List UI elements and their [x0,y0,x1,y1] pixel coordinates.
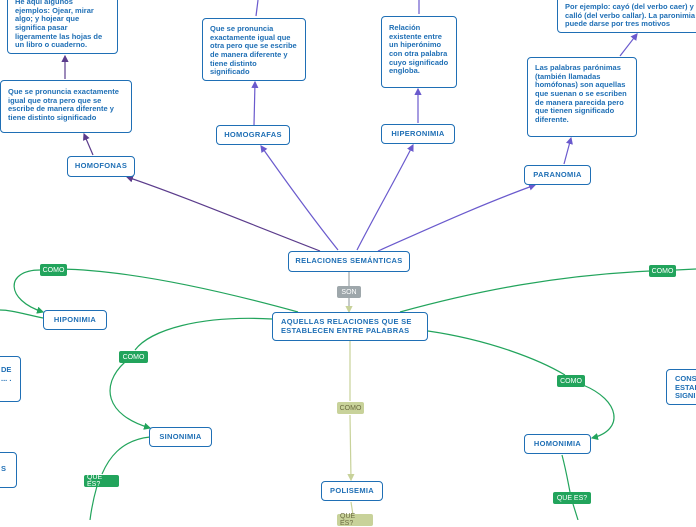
node-hiperonimia[interactable]: HIPERONIMIA [381,124,455,144]
link-como-left-top [59,268,299,313]
node-aquellas-relaciones[interactable]: AQUELLAS RELACIONES QUE SE ESTABLECEN EN… [272,312,428,341]
link-homografas-up [255,0,259,17]
node-homofonas[interactable]: HOMOFONAS [67,156,135,177]
node-polisemia[interactable]: POLISEMIA [321,481,383,501]
link-como-left [134,317,273,351]
link-paranomia-def [563,136,573,165]
link-sinonimia-bottom [89,485,98,520]
link-como-right-top [399,270,651,313]
link-sinonimia-que-es [101,436,151,475]
link-polisemia-down [350,501,354,516]
tag-como-right: COMO [557,375,585,387]
node-hiperonimia-definicion[interactable]: Relación existente entre un hiperónimo c… [381,16,457,88]
link-to-homografas [260,145,339,251]
link-como-left-down [109,361,152,430]
link-como-center-down [347,414,355,482]
node-homofonas-ejemplo[interactable]: He aquí algunos ejemplos: Ojear, mirar a… [7,0,118,54]
tag-que-es-bottom: QUE ES? [337,513,373,527]
link-homofonas-def [83,132,94,156]
tag-que-es-right: QUE ES? [553,492,591,504]
tag-son: SON [337,286,361,298]
tag-que-es-left: QUE ES? [84,474,119,488]
tag-como-left-top: COMO [40,264,67,276]
link-paranomia-ej [619,33,638,57]
node-relaciones-semanticas[interactable]: RELACIONES SEMÁNTICAS [288,251,410,272]
link-como-right-down [582,384,615,441]
link-homonimia-bottom [572,503,579,520]
link-como-right [427,330,566,376]
link-como-right-top-cont [675,268,696,271]
node-left-partial-2[interactable]: S [0,452,17,488]
link-hiponimia-left [0,309,44,319]
link-homonimia-que-es [561,454,571,493]
link-to-hiperonimia [356,143,414,251]
tag-como-left: COMO [119,351,148,363]
node-right-partial[interactable]: CONSI ESTAB SIGNI [666,369,696,405]
link-to-homofonas [125,175,321,252]
link-como-left-top-down [13,269,45,314]
tag-como-center: COMO [337,402,364,414]
node-homografas-definicion[interactable]: Que se pronuncia exactamente igual que o… [202,18,306,81]
node-homonimia[interactable]: HOMONIMIA [524,434,591,454]
link-to-paranomia [377,183,537,252]
node-homofonas-definicion[interactable]: Que se pronuncia exactamente igual que o… [0,80,132,133]
node-paranomia-ejemplo[interactable]: Por ejemplo: cayó (del verbo caer) y cal… [557,0,696,33]
node-left-partial-1[interactable]: DE ... . [0,356,21,402]
node-hiponimia[interactable]: HIPONIMIA [43,310,107,330]
link-homografas-def [251,80,259,126]
node-homografas[interactable]: HOMOGRAFAS [216,125,290,145]
tag-como-right-top: COMO [649,265,676,277]
node-paranomia[interactable]: PARANOMIA [524,165,591,185]
node-sinonimia[interactable]: SINONIMIA [149,427,212,447]
node-paranomia-definicion[interactable]: Las palabras parónimas (también llamadas… [527,57,637,137]
